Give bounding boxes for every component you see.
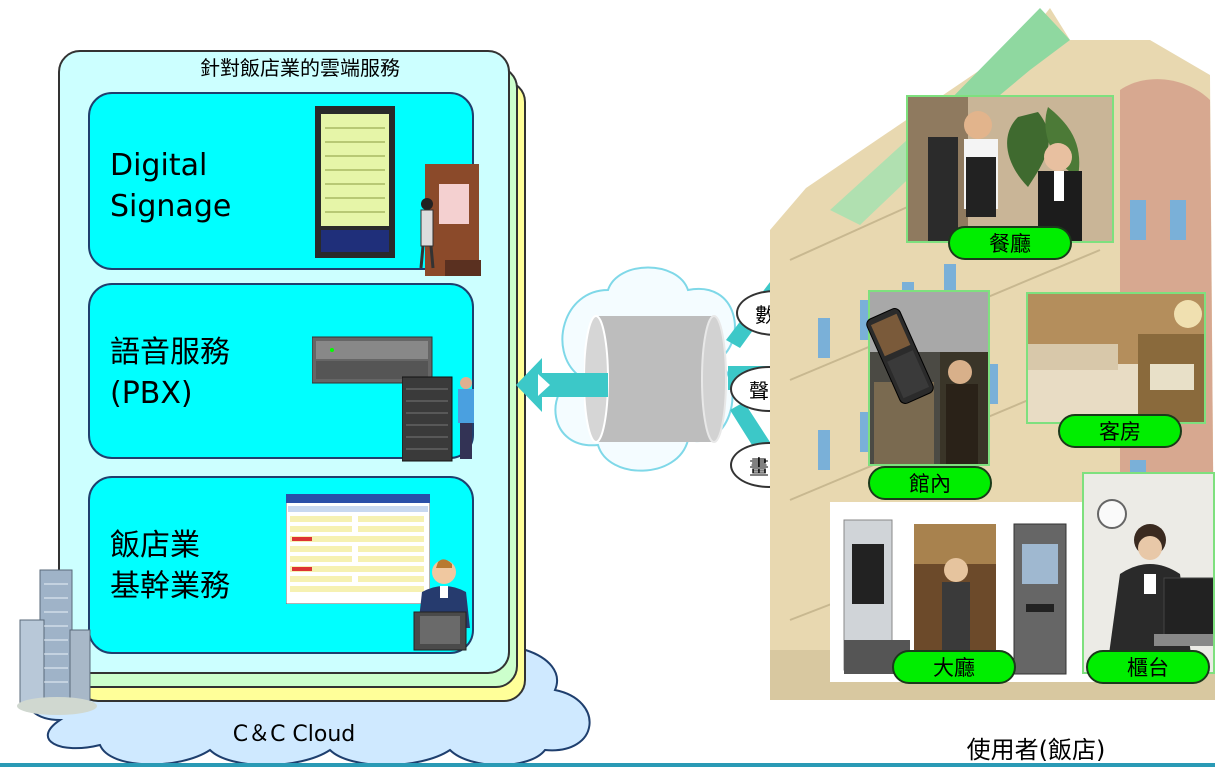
business-app-window-icon xyxy=(286,494,430,604)
location-tag-restaurant: 餐廳 xyxy=(948,226,1072,260)
panel-title: 針對飯店業的雲端服務 xyxy=(200,56,400,80)
server-rack-technician-icon xyxy=(402,376,474,462)
service-title-line1: Digital xyxy=(110,148,208,183)
guestroom-photo xyxy=(1026,292,1206,424)
office-worker-icon xyxy=(413,559,470,651)
service-card-digital-signage: Digital Signage xyxy=(88,92,481,276)
service-card-hotel-core: 飯店業 基幹業務 xyxy=(88,476,474,654)
pbx-server-icon xyxy=(312,336,433,384)
service-title-line2: Signage xyxy=(110,188,232,224)
cloud-label: C＆C Cloud xyxy=(232,722,356,747)
location-tag-guestroom: 客房 xyxy=(1058,414,1182,448)
location-tag-front-desk: 櫃台 xyxy=(1086,650,1210,684)
lobby-photo xyxy=(830,502,1104,682)
service-title-line1: 飯店業 xyxy=(110,528,200,563)
user-label: 使用者(飯店) xyxy=(966,736,1106,764)
location-tag-inhouse: 館內 xyxy=(868,466,992,500)
datacenter-building-icon xyxy=(17,569,97,715)
bottom-divider xyxy=(0,763,1215,767)
storefront-person-icon xyxy=(419,164,481,276)
restaurant-photo xyxy=(906,95,1114,243)
service-card-pbx: 語音服務 (PBX) xyxy=(88,283,474,462)
service-title-line2: (PBX) xyxy=(110,375,193,411)
front-desk-photo xyxy=(1082,472,1215,674)
signage-display-icon xyxy=(315,106,395,258)
mobile-phone-icon xyxy=(866,308,934,404)
bidirectional-arrow-left xyxy=(516,358,608,412)
location-tag-lobby: 大廳 xyxy=(892,650,1016,684)
service-title-line2: 基幹業務 xyxy=(110,568,230,604)
service-title-line1: 語音服務 xyxy=(110,335,230,370)
